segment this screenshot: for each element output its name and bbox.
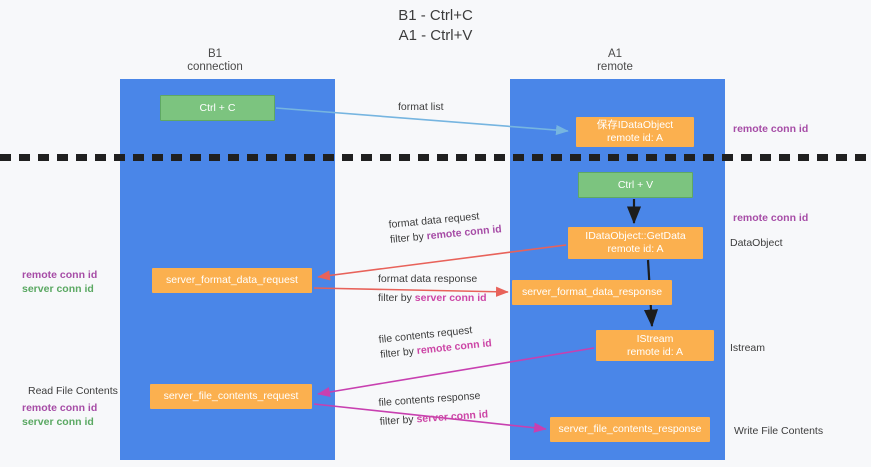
filter-prefix: filter by [378, 292, 415, 304]
node-idataobject-getdata[interactable]: IDataObject::GetData remote id: A [568, 227, 703, 259]
node-idataobject-line1: 保存IDataObject [596, 119, 674, 131]
annotation-istream: Istream [730, 341, 765, 355]
filter-prefix: filter by [379, 413, 417, 428]
annotation-remote-conn-id-mid: remote conn id [733, 211, 808, 225]
column-header-a1-sub: remote [597, 61, 633, 73]
page-title: B1 - Ctrl+C A1 - Ctrl+V [0, 6, 871, 46]
node-server-format-data-response[interactable]: server_format_data_response [512, 280, 672, 305]
annotation-left-server-conn-id-1: server conn id [22, 283, 94, 295]
edge-label-format-data-response-filter: filter by server conn id [378, 291, 487, 306]
annotation-left-remote-conn-id-2: remote conn id [22, 402, 98, 414]
node-ctrl-c[interactable]: Ctrl + C [160, 95, 275, 121]
node-server-file-contents-request[interactable]: server_file_contents_request [150, 384, 312, 409]
node-istream-line1: IStream [636, 332, 674, 345]
node-ctrl-v[interactable]: Ctrl + V [578, 172, 693, 198]
node-getdata-line1: IDataObject::GetData [585, 230, 686, 242]
column-header-a1: A1 remote [555, 48, 675, 74]
node-ctrl-v-label: Ctrl + V [617, 178, 654, 191]
annotation-dataobject: DataObject [730, 236, 783, 250]
filter-prefix: filter by [389, 230, 428, 246]
annotation-left-conn-ids-1: remote conn id server conn id [22, 268, 97, 296]
arrow-format-list [275, 107, 569, 136]
node-getdata-line2: remote id: A [607, 243, 664, 255]
node-server-file-contents-response[interactable]: server_file_contents_response [550, 417, 710, 442]
title-line-1: B1 - Ctrl+C [398, 7, 473, 24]
arrow-format-data-request [317, 244, 567, 281]
annotation-remote-conn-id-mid-text: remote conn id [733, 212, 809, 224]
edge-label-format-data-response: format data response filter by server co… [378, 272, 487, 306]
filter-prefix: filter by [379, 345, 418, 361]
node-ctrl-c-label: Ctrl + C [199, 101, 236, 114]
arrow-file-contents-response [313, 403, 547, 433]
annotation-left-conn-ids-2: remote conn id server conn id [22, 401, 97, 429]
node-server-format-data-request[interactable]: server_format_data_request [152, 268, 312, 293]
annotation-write-file-contents: Write File Contents [734, 424, 823, 438]
node-istream[interactable]: IStream remote id: A [596, 330, 714, 361]
annotation-read-file-contents-text: Read File Contents [28, 385, 118, 397]
annotation-left-server-conn-id-2: server conn id [22, 416, 94, 428]
node-server-file-contents-response-label: server_file_contents_response [558, 423, 702, 435]
annotation-remote-conn-id-top: remote conn id [733, 122, 808, 136]
node-server-file-contents-request-label: server_file_contents_request [163, 390, 299, 402]
node-idataobject-line2: remote id: A [606, 132, 664, 144]
dashed-divider [0, 154, 871, 161]
column-header-a1-name: A1 [607, 48, 623, 60]
annotation-istream-text: Istream [730, 342, 766, 354]
node-istream-line2: remote id: A [626, 345, 684, 358]
edge-label-format-data-response-text: format data response [378, 273, 478, 285]
arrow-format-data-response [313, 286, 509, 297]
annotation-remote-conn-id-top-text: remote conn id [733, 123, 809, 135]
annotation-write-file-contents-text: Write File Contents [734, 425, 824, 437]
edge-label-format-list: format list [398, 100, 444, 115]
annotation-left-remote-conn-id-1: remote conn id [22, 269, 98, 281]
node-server-format-data-request-label: server_format_data_request [166, 274, 298, 286]
edge-label-format-list-text: format list [398, 101, 444, 113]
column-header-b1-name: B1 [207, 48, 223, 60]
column-header-b1: B1 connection [155, 48, 275, 74]
filter-key-server-conn-id: server conn id [416, 408, 489, 426]
node-server-format-data-response-label: server_format_data_response [521, 286, 663, 298]
filter-key-server-conn-id: server conn id [414, 292, 487, 304]
arrow-file-contents-request [317, 347, 595, 398]
title-line-2: A1 - Ctrl+V [398, 27, 473, 44]
annotation-dataobject-text: DataObject [730, 237, 783, 249]
column-header-b1-sub: connection [187, 61, 243, 73]
annotation-read-file-contents: Read File Contents [28, 384, 118, 398]
node-idataobject[interactable]: 保存IDataObject remote id: A [576, 117, 694, 147]
